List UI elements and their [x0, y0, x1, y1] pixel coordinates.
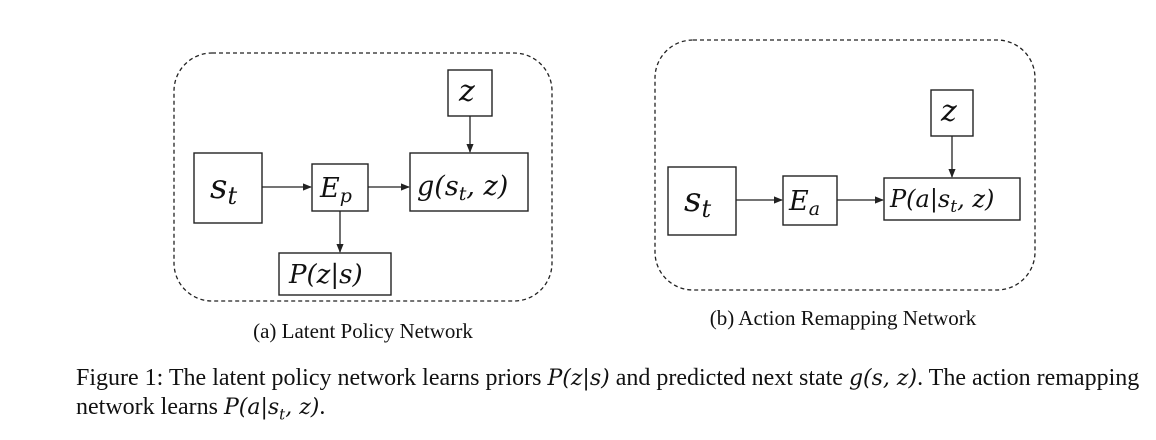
figure-caption-text-1: Figure 1: The latent policy network lear… — [76, 365, 548, 391]
panel-a-prior-box — [278, 252, 392, 296]
panel-b-state-box — [667, 166, 737, 236]
panel-a-state-label: st — [210, 167, 237, 210]
figure-caption-math-transition: g(s, z) — [848, 366, 918, 391]
panel-b-frame — [654, 39, 1036, 291]
panel-b-encoder-label: Ea — [788, 186, 820, 220]
panel-a-latent-box — [447, 69, 493, 117]
figure-caption-text-3: . The action remapping network learns — [76, 365, 1140, 420]
figure-caption-math-prior: P(z|s) — [547, 366, 610, 391]
panel-a-latent-label: z — [458, 74, 475, 109]
panel-a-caption: (a) Latent Policy Network — [253, 319, 473, 343]
figure-caption-math-action: P(a|st, z) — [223, 395, 320, 424]
panel-b-caption: (b) Action Remapping Network — [710, 306, 977, 330]
panel-b-action-box — [883, 177, 1021, 221]
panel-a-encoder-label: Ep — [319, 173, 352, 207]
figure-caption-text-2: and predicted next state — [609, 365, 849, 391]
figure-caption: Figure 1: The latent policy network lear… — [76, 364, 1146, 429]
figure-caption-text-4: . — [319, 394, 326, 420]
figure-caption-math-action-sub: t — [279, 405, 286, 424]
panel-a-latent-policy-network: st Ep z g(st, z) P(z|s) (a) Latent Polic… — [173, 52, 553, 343]
panel-b-latent-label: z — [940, 94, 957, 129]
panel-a-transition-label: g(st, z) — [417, 171, 508, 205]
panel-b-action-remapping-network: st Ea z P(a|st, z) (b) Action Remapping … — [654, 39, 1036, 330]
panel-b-state-label: st — [684, 180, 711, 223]
panel-a-state-box — [193, 152, 263, 224]
panel-a-prior-label: P(z|s) — [288, 260, 363, 290]
panel-a-frame — [173, 52, 553, 302]
panel-a-transition-box — [409, 152, 529, 212]
panel-b-action-label: P(a|st, z) — [889, 185, 994, 217]
